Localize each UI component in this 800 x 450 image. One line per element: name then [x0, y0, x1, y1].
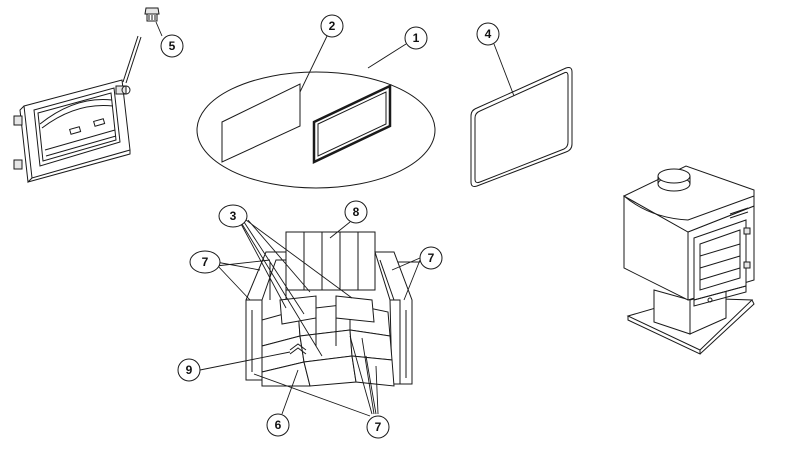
callout-1-label: 1 — [413, 31, 420, 45]
callout-6-label: 6 — [275, 418, 282, 432]
part-door-gasket — [470, 67, 573, 187]
callout-8-label: 8 — [353, 205, 360, 219]
callout-7-left-label: 7 — [202, 255, 209, 269]
part-knob — [144, 7, 160, 22]
callout-4: 4 — [476, 22, 500, 46]
callout-7-bottom: 7 — [366, 415, 390, 439]
callout-7-bottom-label: 7 — [375, 420, 382, 434]
callout-3: 3 — [218, 204, 248, 228]
callout-7-right: 7 — [419, 246, 443, 270]
callout-5-label: 5 — [169, 39, 176, 53]
callout-4-label: 4 — [485, 27, 492, 41]
callout-3-label: 3 — [230, 209, 237, 223]
callout-9: 9 — [177, 358, 201, 382]
callout-7-left: 7 — [189, 250, 221, 274]
part-door-frame — [13, 35, 142, 184]
callout-6: 6 — [266, 413, 290, 437]
callout-8: 8 — [344, 200, 368, 224]
callout-2-label: 2 — [329, 19, 336, 33]
leader-lines — [155, 21, 515, 417]
part-stove — [622, 165, 755, 355]
part-brick-liner — [245, 231, 413, 387]
callout-7-right-label: 7 — [428, 251, 435, 265]
callout-1: 1 — [404, 26, 428, 50]
callout-9-label: 9 — [186, 363, 193, 377]
part-glass-group — [196, 71, 436, 189]
callout-2: 2 — [320, 14, 344, 38]
callout-5: 5 — [160, 34, 184, 58]
